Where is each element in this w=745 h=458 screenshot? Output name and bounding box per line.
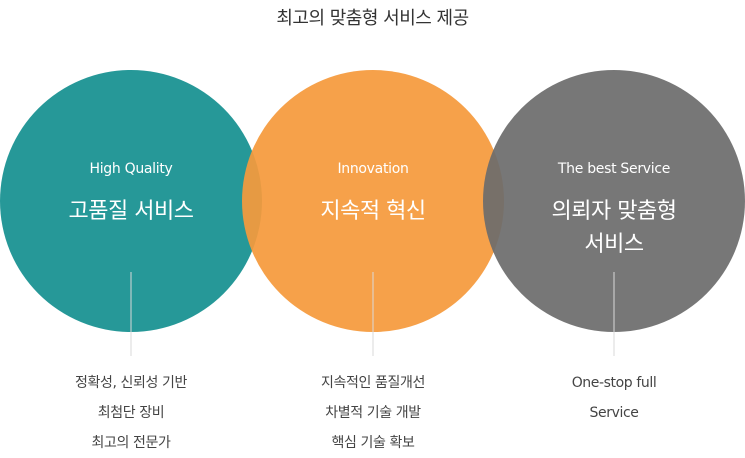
- description-line: 최첨단 장비: [97, 405, 165, 421]
- circle-3-heading-line2: 서비스: [584, 232, 644, 257]
- description-line: 차별적 기술 개발: [325, 405, 421, 421]
- description-line: Service: [589, 405, 639, 421]
- description-line: 지속적인 품질개선: [321, 375, 425, 391]
- circle-innovation: [242, 70, 504, 332]
- circle-1-subtitle: High Quality: [89, 161, 173, 177]
- description-innovation: 지속적인 품질개선 차별적 기술 개발 핵심 기술 확보: [253, 368, 493, 458]
- circle-3-subtitle: The best Service: [557, 161, 671, 177]
- circle-1-heading: 고품질 서비스: [68, 199, 194, 224]
- description-best-service: One-stop full Service: [494, 368, 734, 428]
- circle-2-subtitle: Innovation: [337, 161, 409, 177]
- description-line: 정확성, 신뢰성 기반: [75, 375, 187, 391]
- circle-2-heading: 지속적 혁신: [320, 199, 426, 224]
- circle-high-quality: [0, 70, 262, 332]
- description-line: One-stop full: [571, 375, 657, 391]
- description-line: 핵심 기술 확보: [331, 435, 415, 451]
- description-line: 최고의 전문가: [91, 435, 171, 451]
- page-title: 최고의 맞춤형 서비스 제공: [276, 8, 469, 29]
- circle-best-service: [483, 70, 745, 332]
- description-high-quality: 정확성, 신뢰성 기반 최첨단 장비 최고의 전문가: [11, 368, 251, 458]
- circle-3-heading: 의뢰자 맞춤형: [551, 199, 677, 224]
